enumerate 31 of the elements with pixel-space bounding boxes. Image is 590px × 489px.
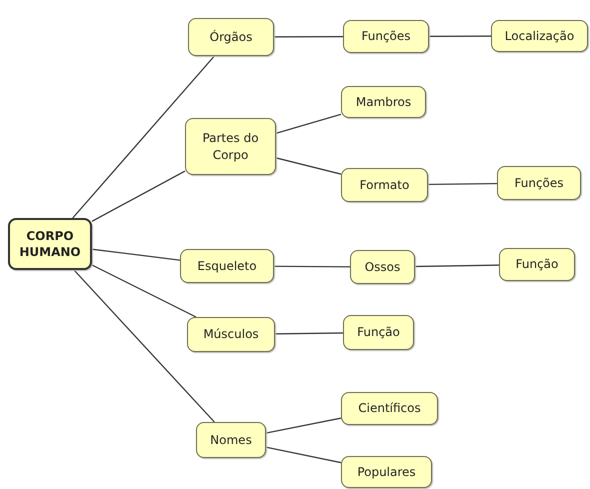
connector-line [274,36,343,38]
connector-line [72,56,215,218]
connector-line [266,418,342,434]
topic-box: Função [343,315,414,350]
connector-line [266,446,342,464]
topic-box: Localização [491,20,588,52]
topic-box: Funções [497,166,581,200]
connector-line [428,182,497,186]
topic-box: Ossos [350,250,415,284]
topic-box: Formato [341,168,428,202]
central-topic-box: CORPO HUMANO [8,218,92,270]
connector-line [276,114,342,134]
topic-box: Órgãos [188,18,274,56]
topic-box: Populares [341,456,432,488]
topic-box: Nomes [196,422,266,458]
topic-box: Músculos [187,317,275,352]
topic-box: Partes do Corpo [185,118,276,175]
connector-line [92,264,196,318]
topic-box: Científicos [341,392,438,425]
connector-line [429,36,491,37]
connector-line [74,270,215,422]
connector-line [414,264,500,268]
connector-line [274,266,350,268]
connector-line [275,332,343,334]
topic-box: Funções [343,20,429,53]
connector-line [92,170,186,222]
topic-box: Mambros [341,86,426,118]
topic-box: Função [499,248,575,281]
connector-line [92,248,180,261]
topic-box: Esqueleto [180,249,274,283]
connector-line [276,157,342,175]
